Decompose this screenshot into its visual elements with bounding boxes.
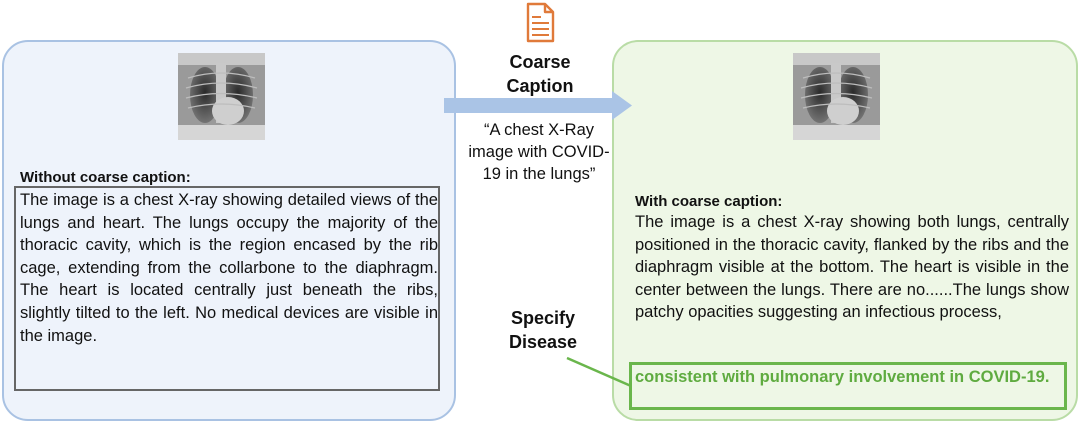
disease-highlight-text: consistent with pulmonary involvement in…	[635, 368, 1050, 386]
quote-line: “A chest X-Ray	[483, 121, 595, 139]
right-caption-text: The image is a chest X-ray showing both …	[635, 213, 1069, 322]
specify-line: Specify	[510, 308, 576, 328]
chest-xray-image	[793, 53, 880, 140]
quote-line: 19 in the lungs”	[482, 165, 596, 183]
chest-xray-image	[178, 53, 265, 140]
coarse-title-line: Caption	[506, 76, 574, 96]
flow-arrow	[444, 91, 632, 120]
right-heading: With coarse caption:	[635, 193, 783, 210]
coarse-caption-quote: “A chest X-Ray image with COVID- 19 in t…	[455, 119, 623, 185]
left-caption-text: The image is a chest X-ray showing detai…	[20, 191, 438, 345]
quote-line: image with COVID-	[468, 143, 610, 161]
specify-disease-label: Specify Disease	[495, 306, 591, 354]
coarse-caption-title: Coarse Caption	[470, 50, 610, 98]
specify-line: Disease	[508, 332, 578, 352]
left-caption-box	[14, 186, 440, 391]
coarse-title-line: Coarse	[509, 52, 571, 72]
document-icon	[526, 2, 555, 43]
left-heading: Without coarse caption:	[20, 169, 191, 186]
specify-connector	[566, 356, 632, 388]
